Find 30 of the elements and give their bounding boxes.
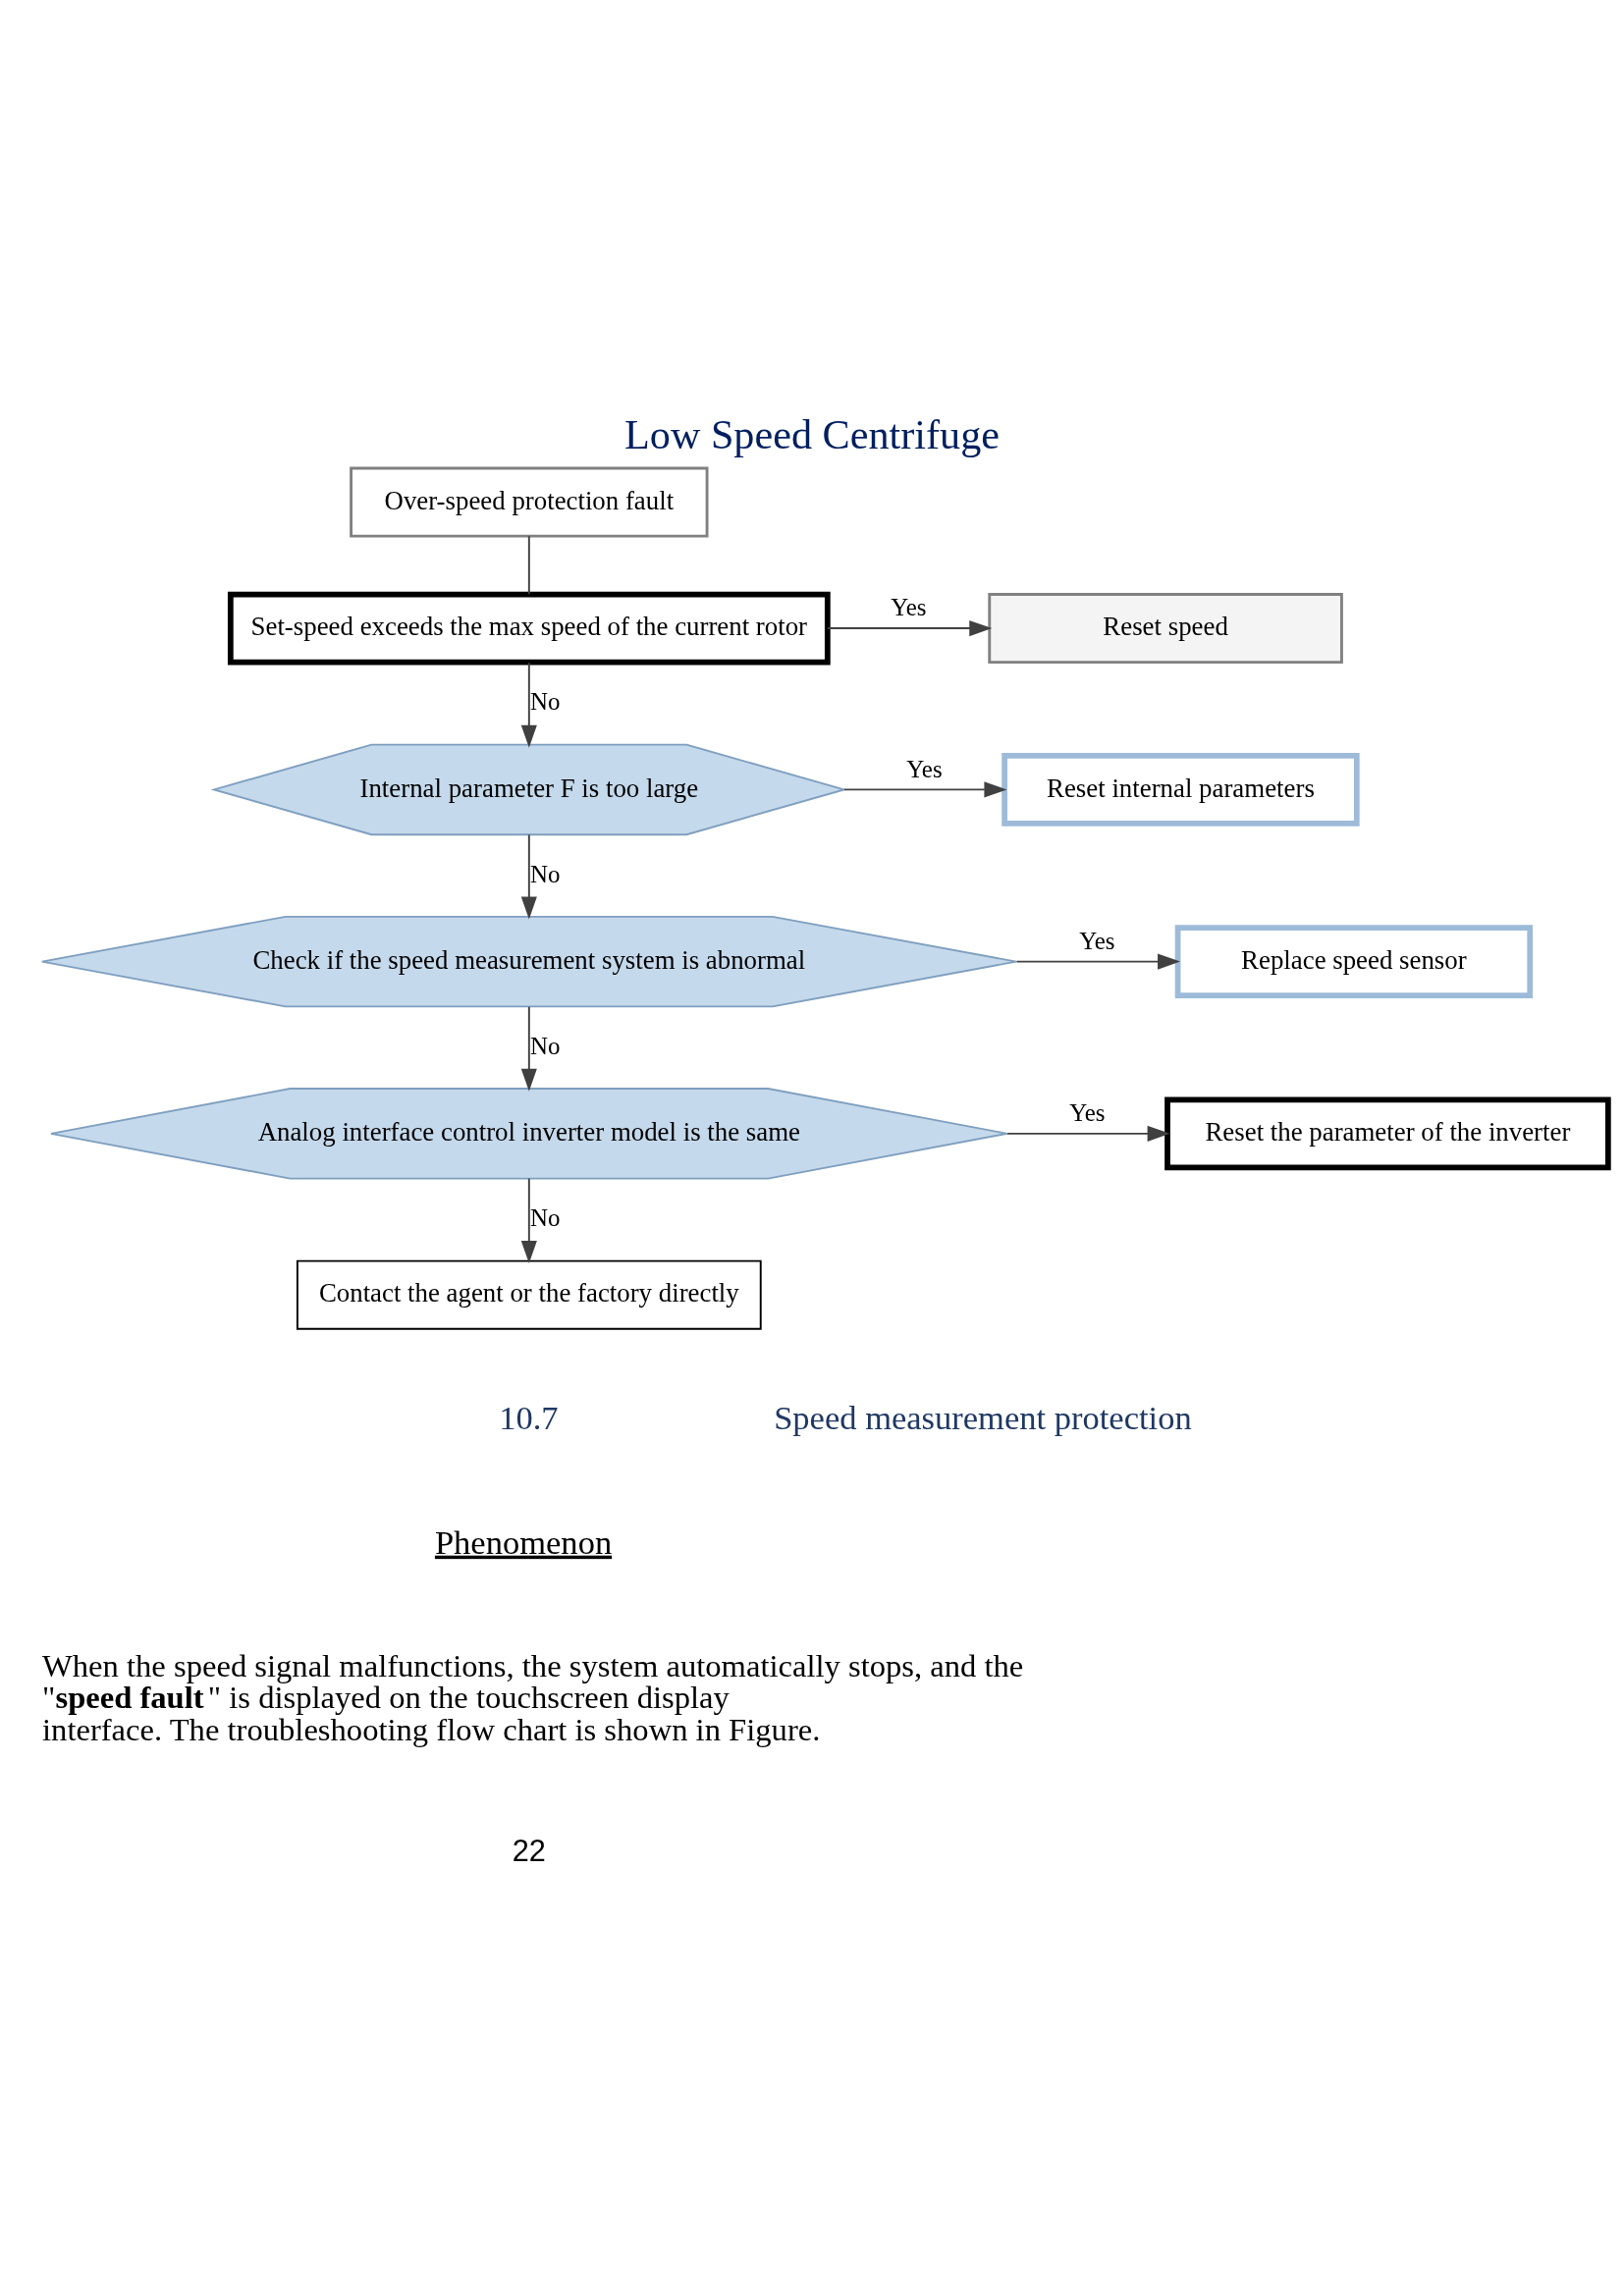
arrow [520,662,537,748]
arrow [1015,953,1181,970]
label: When the speed signal malfunctions, the system automatically stops, and the "speed fault" is displayed on the touchscreen display interface. The troubleshooting flow chart is shown in Figure. [42,1647,1024,1747]
connector [527,535,530,596]
edge-label: No [529,860,561,887]
arrow [520,1177,537,1264]
label: Phenomenon [434,1522,613,1561]
node-box: Contact the agent or the factory directly [296,1259,762,1330]
edge-label: No [529,688,561,716]
edge-label: Yes [1069,1099,1106,1127]
edge-label: Yes [1079,927,1115,954]
edge-label: Yes [906,755,943,782]
node-box: Replace speed sensor [1174,925,1534,998]
arrow [843,781,1007,798]
arrow [827,620,993,637]
label: Speed measurement protection [774,1399,1192,1437]
node-box: Reset speed [988,593,1343,665]
label: 22 [512,1834,546,1869]
edge-label: No [529,1203,561,1231]
diagram-title: Low Speed Centrifuge [624,411,1000,458]
node-box: Reset the parameter of the inverter [1164,1096,1611,1171]
arrow [1006,1125,1170,1142]
node-box: Over-speed protection fault [350,466,709,538]
arrow [520,833,537,920]
edge-label: Yes [891,594,927,621]
node-box: Reset internal parameters [1001,753,1360,827]
node-box: Set-speed exceeds the max speed of the current rotor [227,591,831,666]
arrow [520,1005,537,1092]
edge-label: No [529,1032,561,1059]
label: 10.7 [499,1399,559,1437]
